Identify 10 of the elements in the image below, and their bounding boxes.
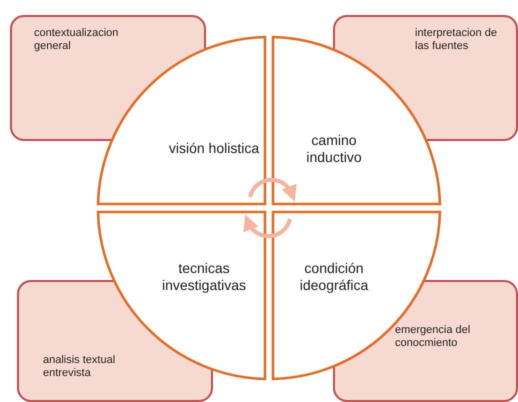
card-text: contextualizacion general [34,27,120,53]
card-text: interpretacion de las fuentes [415,27,498,53]
segment-text: condición ideográfica [298,260,370,294]
segment-text: tecnicas investigativas [160,260,248,294]
segment-text: camino inductivo [305,132,363,166]
card-text: analisis textual entrevista [43,354,116,380]
curved-arrow [244,214,292,238]
segment-text: visión holistica [168,140,260,157]
curved-arrow [248,178,296,202]
card-text: emergencia del conocmiento [395,324,472,350]
